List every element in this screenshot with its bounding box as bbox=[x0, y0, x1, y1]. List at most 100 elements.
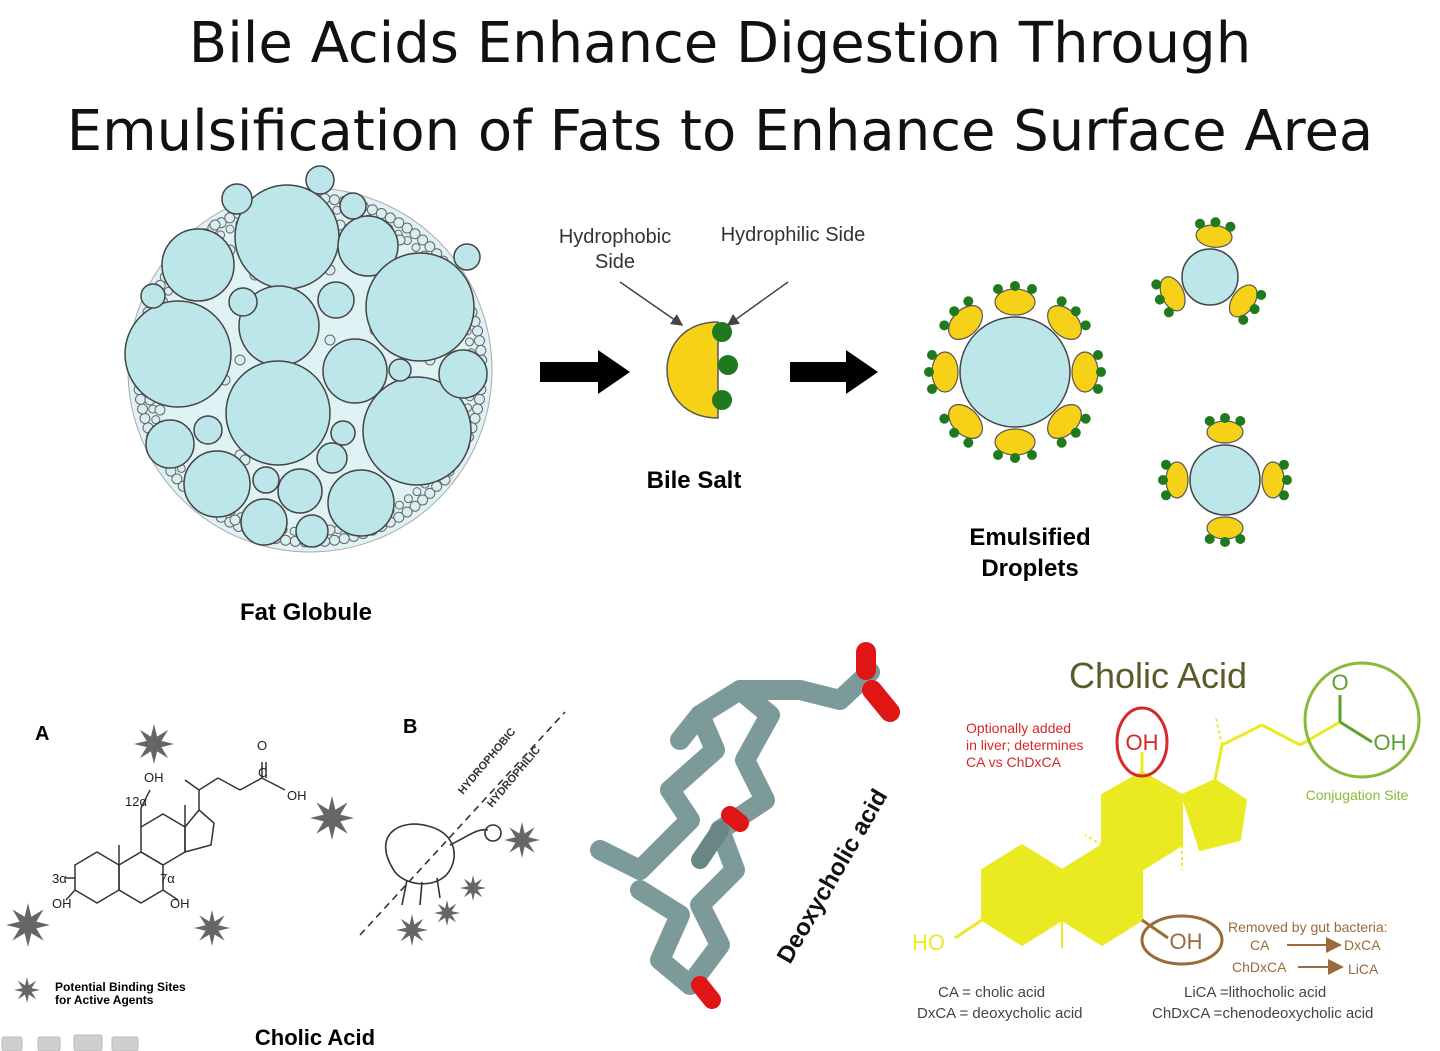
fat-bead bbox=[393, 217, 405, 229]
cholic-acid-skeletal bbox=[65, 762, 286, 904]
lica-to: LiCA bbox=[1348, 961, 1379, 977]
menu-icon[interactable] bbox=[73, 1034, 103, 1051]
droplet-core bbox=[1189, 444, 1261, 516]
fat-globule-label: Fat Globule bbox=[240, 599, 372, 626]
fat-bead bbox=[424, 487, 436, 499]
acid-oh: OH bbox=[1374, 730, 1407, 755]
oh-acid: OH bbox=[287, 788, 307, 803]
binding-site-stars bbox=[6, 724, 540, 1003]
fat-bead bbox=[417, 494, 429, 506]
fat-bead bbox=[469, 412, 481, 424]
bile-salt-unit bbox=[939, 404, 983, 448]
hydrophobic-pointer bbox=[619, 281, 684, 326]
fat-bead bbox=[328, 534, 340, 546]
note-line-1: Optionally added bbox=[966, 720, 1071, 736]
optional-note: Optionally added in liver; determines CA… bbox=[966, 720, 1084, 770]
fat-bead bbox=[135, 393, 147, 405]
cholic-acid-atom-labels: OH 12α 3α OH 7α OH O C OH bbox=[52, 738, 307, 911]
hydrophilic-label: Hydrophilic Side bbox=[721, 224, 866, 246]
legend-binding-line1: Potential Binding Sites bbox=[55, 980, 186, 994]
fat-bead bbox=[171, 473, 183, 485]
bile-salt-unit bbox=[993, 281, 1037, 316]
legend-binding-line2: for Active Agents bbox=[55, 993, 154, 1007]
bile-salt-unit bbox=[1047, 296, 1091, 340]
bile-salt-unit bbox=[939, 296, 983, 340]
steroid-side-chain bbox=[954, 695, 1373, 940]
bile-salt-unit bbox=[1261, 459, 1292, 501]
fat-bead bbox=[472, 403, 484, 415]
ho-label: HO bbox=[912, 930, 945, 955]
cholic-acid-title: Cholic Acid bbox=[1069, 655, 1247, 696]
fat-bead bbox=[393, 511, 405, 523]
binding-star-icon bbox=[504, 822, 540, 858]
fat-bead bbox=[136, 403, 148, 415]
bile-salt-unit bbox=[1204, 413, 1246, 444]
emulsified-label-2: Droplets bbox=[981, 555, 1078, 582]
fat-bead bbox=[411, 242, 421, 252]
c-carbonyl: C bbox=[258, 765, 267, 780]
back-arrow-icon[interactable] bbox=[1, 1036, 23, 1051]
deoxycholic-label: Deoxycholic acid bbox=[772, 785, 893, 968]
fat-bead bbox=[384, 212, 396, 224]
binding-star-icon bbox=[460, 875, 486, 901]
removed-oh-circle bbox=[1140, 914, 1224, 966]
bile-salt-unit bbox=[1194, 217, 1236, 248]
fat-bead bbox=[154, 404, 166, 416]
chdxca-from: ChDxCA bbox=[1232, 959, 1287, 975]
fat-bead bbox=[328, 194, 340, 206]
oh-3: OH bbox=[52, 896, 72, 911]
removed-oh: OH bbox=[1170, 929, 1203, 954]
panel-b-letter: B bbox=[403, 716, 417, 738]
bile-salt-unit bbox=[1204, 516, 1246, 547]
pos-3: 3α bbox=[52, 871, 67, 886]
fat-bead bbox=[417, 234, 429, 246]
forward-arrow-icon[interactable] bbox=[111, 1036, 139, 1051]
fat-globule bbox=[124, 165, 493, 553]
bile-salt-unit bbox=[1151, 276, 1186, 318]
fat-bead bbox=[229, 514, 241, 526]
binding-star-icon bbox=[310, 796, 354, 840]
panel-a-letter: A bbox=[35, 723, 49, 745]
optional-oh: OH bbox=[1126, 730, 1159, 755]
fat-bead bbox=[473, 335, 485, 347]
arrow-to-bile-salt bbox=[540, 350, 630, 394]
note-line-3: CA vs ChDxCA bbox=[966, 754, 1062, 770]
fat-bead bbox=[465, 337, 475, 347]
binding-star-icon bbox=[134, 724, 174, 764]
fat-bead bbox=[338, 533, 350, 545]
fat-bead bbox=[401, 222, 413, 234]
conjugation-label: Conjugation Site bbox=[1306, 787, 1409, 803]
bile-salt-unit bbox=[1158, 459, 1189, 501]
droplet-core bbox=[1181, 248, 1239, 306]
oh-12: OH bbox=[144, 770, 164, 785]
fat-bead bbox=[234, 354, 246, 366]
fat-bead bbox=[394, 500, 404, 510]
fat-bead bbox=[151, 415, 161, 425]
fat-bead bbox=[409, 228, 421, 240]
binding-star-icon bbox=[194, 910, 230, 946]
pos-12: 12α bbox=[125, 794, 147, 809]
fat-bead bbox=[473, 393, 485, 405]
fat-bead bbox=[409, 500, 421, 512]
slideshow-toolbar[interactable] bbox=[1, 1034, 139, 1051]
arrow-to-droplets bbox=[790, 350, 878, 394]
conjugation-circle bbox=[1303, 661, 1421, 779]
panel-a-caption: Cholic Acid bbox=[255, 1025, 375, 1050]
oh-7: OH bbox=[170, 896, 190, 911]
fat-bead bbox=[403, 494, 413, 504]
amphiphile-sketch bbox=[359, 711, 566, 936]
dxca-to: DxCA bbox=[1344, 937, 1381, 953]
bile-salt-label: Bile Salt bbox=[647, 467, 742, 494]
binding-star-icon bbox=[14, 977, 40, 1003]
ca-from: CA bbox=[1250, 937, 1270, 953]
bile-salt-unit bbox=[924, 350, 959, 394]
binding-star-icon bbox=[6, 903, 50, 947]
pen-icon[interactable] bbox=[37, 1036, 61, 1051]
bacteria-note: Removed by gut bacteria: CA DxCA ChDxCA … bbox=[1228, 919, 1388, 977]
stereo-dashes bbox=[1061, 717, 1223, 948]
fat-bead bbox=[424, 241, 436, 253]
binding-star-icon bbox=[434, 900, 460, 926]
fat-bead bbox=[401, 506, 413, 518]
emulsified-label-1: Emulsified bbox=[969, 524, 1090, 551]
